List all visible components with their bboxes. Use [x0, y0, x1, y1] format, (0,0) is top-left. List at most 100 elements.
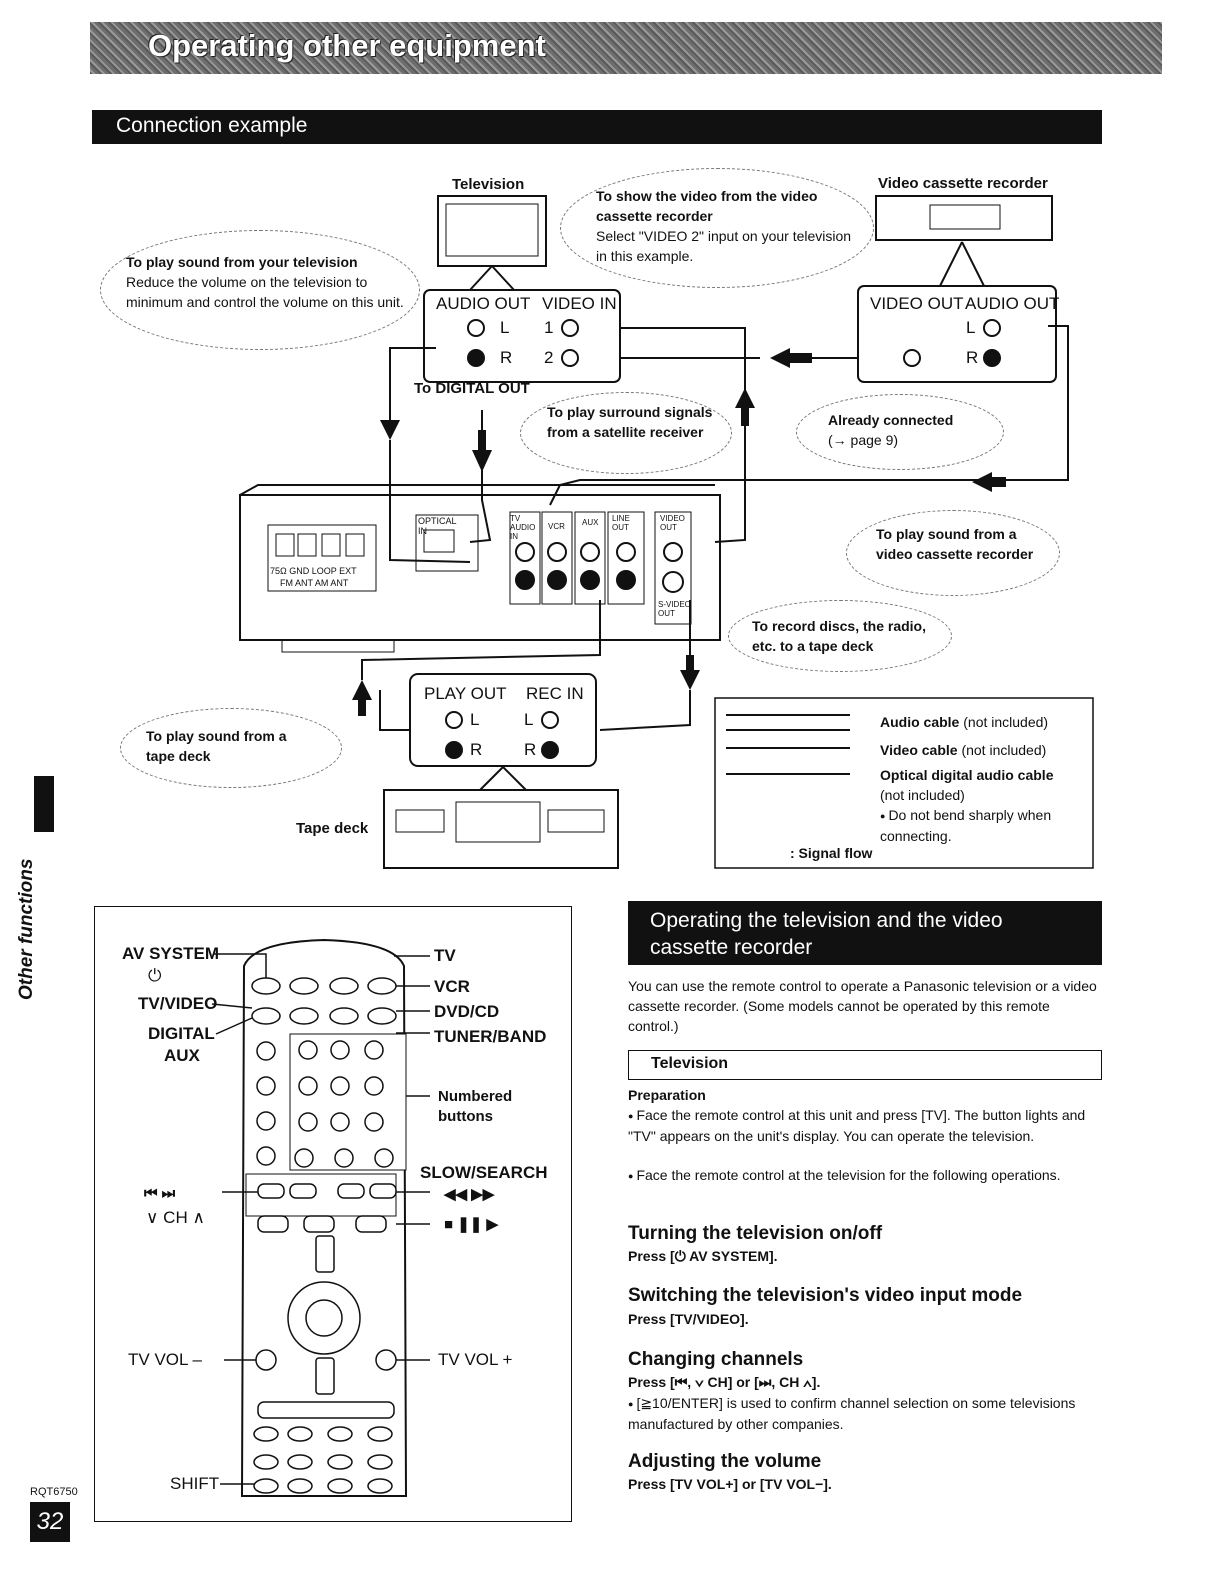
legend-audio-bold: Audio cable	[880, 714, 960, 730]
tv-audio-in-label: TV AUDIO IN	[510, 514, 536, 541]
tv-r: R	[500, 348, 513, 367]
tape-sound-bubble	[120, 708, 342, 788]
aux-label-panel: AUX	[582, 518, 599, 527]
vcr-audio-out: AUDIO OUT	[965, 294, 1060, 313]
legend-video: Video cable (not included)	[880, 740, 1046, 760]
vcr-video-out: VIDEO OUT	[870, 294, 964, 313]
channels-note: [≧10/ENTER] is used to confirm channel s…	[628, 1393, 1094, 1434]
input-heading: Switching the television's video input m…	[628, 1285, 1023, 1306]
connection-heading: Connection example	[116, 114, 308, 137]
volume-heading: Adjusting the volume	[628, 1451, 822, 1472]
record-bubble	[728, 600, 952, 672]
legend-signal: : Signal flow	[790, 845, 873, 861]
legend-video-note: (not included)	[957, 742, 1047, 758]
tuner-band-label: TUNER/BAND	[434, 1027, 547, 1046]
preparation-2: Face the remote control at the televisio…	[628, 1165, 1094, 1186]
skip-icon: ⏮ ⏭	[144, 1185, 176, 1202]
video-out-label: VIDEO OUT	[660, 514, 685, 532]
show-video-title: To show the video from the video cassett…	[596, 188, 818, 224]
vcr-icon	[875, 195, 1053, 241]
page-title: Operating other equipment	[148, 28, 546, 63]
tape-deck-label: Tape deck	[296, 820, 369, 837]
legend-optical-bold: Optical digital audio cable	[880, 767, 1054, 783]
title-banner	[90, 22, 1162, 74]
line-out-label: LINE OUT	[612, 514, 630, 532]
tv-sound-title: To play sound from your television	[126, 254, 358, 270]
preparation-1-text: Face the remote control at this unit and…	[628, 1107, 1085, 1144]
television-label: Television	[452, 176, 525, 193]
deck-rec-in: REC IN	[526, 684, 584, 703]
tv-in-1: 1	[544, 318, 554, 337]
legend-optical: Optical digital audio cable (not include…	[880, 765, 1086, 846]
legend-box	[714, 697, 1094, 869]
tv-video-label: TV/VIDEO	[138, 994, 218, 1013]
television-subheading: Television	[651, 1055, 729, 1072]
onoff-heading: Turning the television on/off	[628, 1223, 883, 1244]
channels-heading: Changing channels	[628, 1349, 804, 1370]
already-body: (→ page 9)	[828, 432, 899, 448]
legend-video-bold: Video cable	[880, 742, 958, 758]
dvd-cd-label: DVD/CD	[434, 1002, 500, 1021]
numbered-label-1: Numbered	[438, 1088, 513, 1105]
remote-figure	[94, 906, 572, 1522]
preparation-1: Face the remote control at this unit and…	[628, 1105, 1094, 1146]
tv-l: L	[500, 318, 510, 337]
vcr-label: Video cassette recorder	[878, 175, 1048, 192]
television-subheading-box: Television	[628, 1050, 1102, 1080]
aux-label: AUX	[164, 1046, 200, 1065]
vcr-sound-bubble	[846, 510, 1060, 596]
show-video-note: To show the video from the video cassett…	[596, 186, 858, 266]
stop-pause-play-icons: ■ ❚❚ ▶	[444, 1216, 499, 1233]
already-bubble	[796, 394, 1004, 470]
show-video-body: Select "VIDEO 2" input on your televisio…	[596, 228, 852, 264]
channels-press: Press [⏮, ∨ CH] or [⏭, CH ∧].	[628, 1374, 821, 1390]
input-press: Press [TV/VIDEO].	[628, 1311, 749, 1327]
connection-diagram	[239, 195, 1094, 869]
vcr-label-panel: VCR	[548, 522, 565, 531]
tape-deck-icon	[383, 789, 619, 869]
tv-video-in: VIDEO IN	[542, 294, 617, 313]
vcr-r: R	[966, 348, 979, 367]
tv-intro: You can use the remote control to operat…	[628, 978, 1097, 1034]
preparation-2-text: Face the remote control at the televisio…	[628, 1167, 1061, 1183]
show-video-bubble	[560, 168, 874, 288]
tape-sound-note: To play sound from a tape deck	[146, 728, 287, 764]
page-number: 32	[30, 1502, 70, 1542]
surround-bubble	[520, 392, 732, 474]
preparation-label: Preparation	[628, 1087, 706, 1103]
record-note: To record discs, the radio, etc. to a ta…	[752, 618, 927, 654]
tv-vol-minus-label: TV VOL –	[128, 1350, 203, 1369]
legend-audio: Audio cable (not included)	[880, 712, 1048, 732]
tv-section-heading-bar: Operating the television and the video c…	[628, 901, 1102, 965]
tv-heading-line-2: cassette recorder	[650, 936, 813, 959]
side-tab-marker	[34, 776, 54, 832]
slow-search-glyphs: ◀◀ ▶▶	[444, 1186, 495, 1203]
optical-in-label: OPTICAL IN	[418, 516, 457, 536]
tv-section-heading: Operating the television and the video c…	[650, 907, 1003, 961]
power-icon: ⏻	[148, 966, 162, 985]
s-video-out-label: S-VIDEO OUT	[658, 600, 691, 618]
vcr-sound-note: To play sound from a video cassette reco…	[876, 526, 1034, 562]
deck-r-out: R	[470, 740, 483, 759]
onoff-press: Press [⏻ AV SYSTEM].	[628, 1248, 778, 1264]
av-system-label: AV SYSTEM	[122, 944, 219, 963]
deck-l-out: L	[470, 710, 480, 729]
legend-audio-note: (not included)	[959, 714, 1049, 730]
remote-drawing	[211, 938, 430, 1497]
legend-optical-note: (not included)	[880, 787, 965, 803]
to-digital-out: To DIGITAL OUT	[414, 380, 530, 397]
legend-optical-bullet: Do not bend sharply when connecting.	[880, 807, 1051, 844]
vcr-l: L	[966, 318, 976, 337]
tv-sound-bubble	[100, 230, 420, 350]
tv-button-label: TV	[434, 946, 456, 965]
tv-in-2: 2	[544, 348, 554, 367]
surround-note: To play surround signals from a satellit…	[547, 404, 713, 440]
ch-label: ∨ CH ∧	[146, 1208, 205, 1227]
slow-search-label: SLOW/SEARCH	[420, 1163, 548, 1182]
shift-label: SHIFT	[170, 1474, 220, 1493]
connection-heading-bar: Connection example	[92, 110, 1102, 144]
channels-note-text: [≧10/ENTER] is used to confirm channel s…	[628, 1395, 1075, 1432]
side-tab-label: Other functions	[16, 858, 37, 1000]
volume-press: Press [TV VOL+] or [TV VOL−].	[628, 1476, 832, 1492]
deck-l-in: L	[524, 710, 534, 729]
